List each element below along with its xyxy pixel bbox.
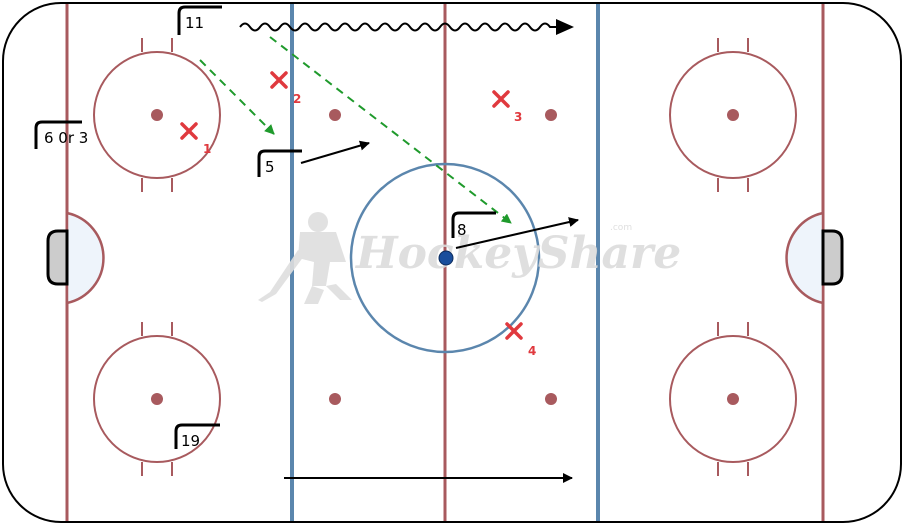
skate-arrow-8 xyxy=(455,217,579,249)
left-goal-crease xyxy=(65,211,105,305)
faceoff-dot xyxy=(727,109,739,121)
faceoff-circle-top-left xyxy=(93,38,221,192)
faceoff-dot xyxy=(545,393,557,405)
svg-text:2: 2 xyxy=(293,92,301,106)
faceoff-dot xyxy=(727,393,739,405)
svg-text:11: 11 xyxy=(185,14,204,32)
svg-text:4: 4 xyxy=(528,344,536,358)
right-goal-crease xyxy=(785,211,825,305)
opponent-4: 4 xyxy=(505,322,536,358)
opponent-1: 1 xyxy=(180,122,211,156)
player-19: 19 xyxy=(174,423,220,450)
player-11: 11 xyxy=(177,5,222,35)
center-faceoff-circle xyxy=(349,162,541,354)
skate-arrow-5 xyxy=(300,140,370,164)
watermark-logo: HockeyShare .com xyxy=(258,212,681,304)
player-5: 5 xyxy=(257,149,302,177)
faceoff-dot xyxy=(329,109,341,121)
faceoff-dot xyxy=(545,109,557,121)
puck xyxy=(438,250,454,266)
svg-text:19: 19 xyxy=(181,432,200,450)
faceoff-dot xyxy=(151,109,163,121)
svg-text:1: 1 xyxy=(203,142,211,156)
faceoff-circle-bottom-right xyxy=(669,322,797,476)
arrowhead xyxy=(556,19,574,35)
svg-text:8: 8 xyxy=(457,221,467,239)
watermark-text: HockeyShare xyxy=(354,228,681,279)
player-8: 8 xyxy=(451,211,496,239)
faceoff-circle-top-right xyxy=(669,38,797,192)
svg-text:5: 5 xyxy=(265,158,275,176)
pass-arrow-to-8 xyxy=(269,36,512,224)
opponent-2: 2 xyxy=(270,71,301,106)
left-goal-net xyxy=(46,229,69,286)
watermark-suffix: .com xyxy=(610,223,632,233)
svg-text:6 0r 3: 6 0r 3 xyxy=(44,129,88,147)
player-6-or-3: 6 0r 3 xyxy=(34,120,88,149)
faceoff-circle-bottom-left xyxy=(93,322,221,476)
faceoff-dot xyxy=(151,393,163,405)
skate-with-puck-wavy-arrow xyxy=(239,22,556,32)
opponent-3: 3 xyxy=(492,90,522,124)
right-goal-net xyxy=(821,229,844,286)
pass-arrow-to-5 xyxy=(199,59,275,135)
watermark-skater-icon xyxy=(258,212,352,304)
svg-text:3: 3 xyxy=(514,110,522,124)
faceoff-dot xyxy=(329,393,341,405)
